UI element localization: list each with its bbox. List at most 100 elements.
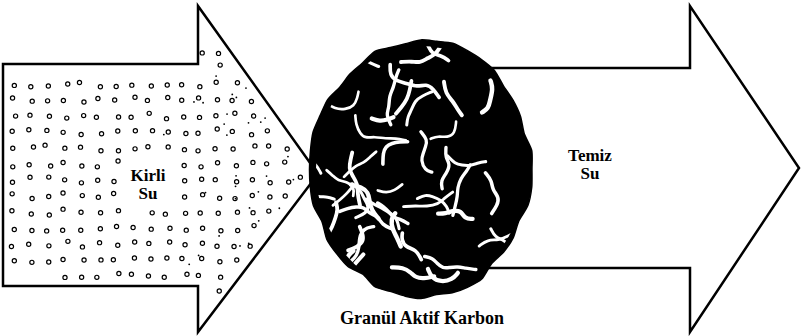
particle [28, 175, 32, 179]
particle [66, 82, 70, 86]
particle [214, 80, 218, 84]
particle [30, 228, 34, 232]
particle [97, 241, 101, 245]
dirt-specks [163, 75, 294, 265]
particle [30, 196, 34, 200]
arrow-outline [476, 6, 799, 332]
particle [63, 146, 67, 150]
particle [283, 194, 287, 198]
particle [149, 257, 153, 261]
particle [149, 227, 153, 231]
particle [165, 256, 169, 260]
particle [116, 129, 120, 133]
particle [248, 244, 252, 248]
pore [334, 38, 378, 67]
speck [205, 192, 207, 194]
speck [193, 101, 195, 103]
pore [355, 115, 405, 140]
particle [182, 115, 186, 119]
particle [163, 212, 167, 216]
particle [198, 85, 202, 89]
particle [285, 147, 289, 151]
particle [10, 180, 14, 184]
pore [431, 122, 456, 139]
particle [235, 210, 239, 214]
particle [213, 178, 217, 182]
particle [268, 181, 272, 185]
particle [253, 144, 257, 148]
speck [287, 156, 289, 158]
particle [116, 115, 120, 119]
pore [417, 195, 449, 213]
particle [250, 193, 254, 197]
particle [45, 229, 49, 233]
particle [216, 51, 220, 55]
particle [130, 83, 134, 87]
particle [129, 115, 133, 119]
particle [117, 271, 121, 275]
particle [233, 196, 237, 200]
particle [235, 180, 239, 184]
particle [12, 259, 16, 263]
particle [82, 113, 86, 117]
particle [230, 98, 234, 102]
speck [223, 123, 225, 125]
particle [98, 211, 102, 215]
particle [47, 244, 51, 248]
particle [10, 129, 14, 133]
particle [61, 130, 65, 134]
particle [200, 51, 204, 55]
speck [245, 87, 247, 89]
particle [82, 258, 86, 262]
particle [61, 228, 65, 232]
particle [196, 96, 200, 100]
particle [13, 114, 17, 118]
pore [287, 133, 321, 173]
speck [226, 113, 228, 115]
particle [80, 245, 84, 249]
particle [251, 211, 255, 215]
speck [235, 185, 237, 187]
particle [166, 145, 170, 149]
speck [292, 179, 294, 181]
pore [442, 148, 449, 189]
particle [236, 228, 240, 232]
pore [383, 142, 408, 164]
particle [65, 116, 69, 120]
particle [234, 164, 238, 168]
particle [215, 244, 219, 248]
particle [183, 211, 187, 215]
particle [180, 256, 184, 260]
particle [298, 175, 302, 179]
particle [249, 133, 253, 137]
particle [94, 115, 98, 119]
speck [188, 263, 190, 265]
particle [200, 256, 204, 260]
particle [61, 257, 65, 261]
particle [43, 143, 47, 147]
particle [145, 98, 149, 102]
particle [61, 191, 65, 195]
arrow-outline [3, 6, 318, 332]
particle [29, 85, 33, 89]
particle [112, 191, 116, 195]
particle [47, 213, 51, 217]
particle [166, 95, 170, 99]
pore [321, 92, 358, 109]
particle [165, 83, 169, 87]
particle [78, 145, 82, 149]
pore-network [287, 37, 531, 302]
particle [196, 273, 200, 277]
particle [215, 98, 219, 102]
speck [249, 207, 251, 209]
particle [183, 179, 187, 183]
particle [196, 131, 200, 135]
particle [200, 241, 204, 245]
node-label: Kirli Su [127, 165, 170, 205]
particle [131, 225, 135, 229]
particle [147, 111, 151, 115]
particle [283, 160, 287, 164]
particle [79, 228, 83, 232]
particle [12, 227, 16, 231]
